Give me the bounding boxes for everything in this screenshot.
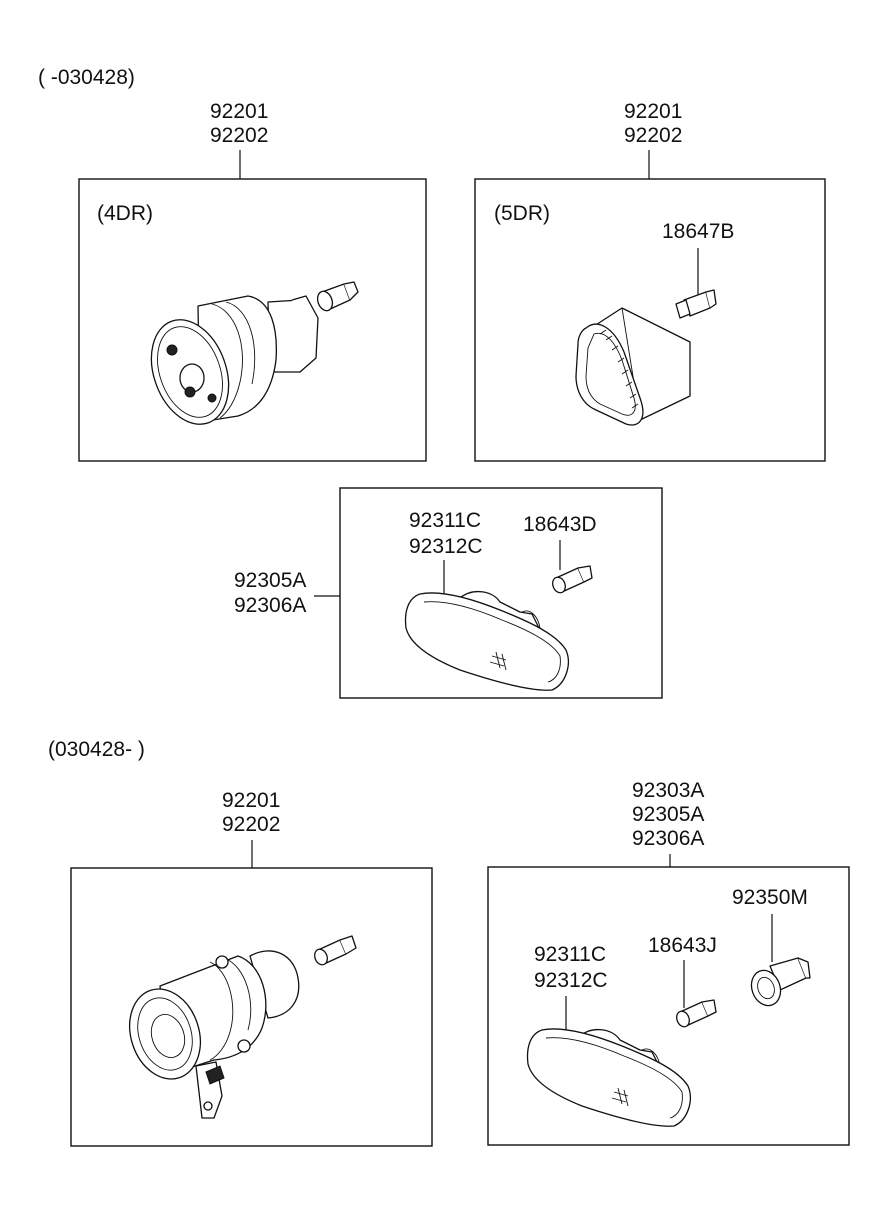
part-number-92202-a[interactable]: 92202 <box>210 124 268 147</box>
box-side-repeater-late <box>487 866 850 1146</box>
part-number-92312c-b[interactable]: 92312C <box>534 969 608 992</box>
bulb-socket-icon <box>675 289 717 319</box>
part-number-92305a-a[interactable]: 92305A <box>234 569 306 592</box>
section-early-label: ( -030428) <box>38 66 135 89</box>
part-number-18647b[interactable]: 18647B <box>662 220 734 243</box>
box-4dr-label: (4DR) <box>97 202 153 225</box>
part-number-92311c-b[interactable]: 92311C <box>534 943 606 966</box>
section-late-label: (030428- ) <box>48 738 145 761</box>
group-side-repeater-late: 92303A 92305A 92306A 92350M 18643J 92311… <box>487 779 850 1146</box>
part-number-92201-c[interactable]: 92201 <box>222 789 280 812</box>
part-number-92202-b[interactable]: 92202 <box>624 124 682 147</box>
bulb-icon <box>316 281 359 312</box>
side-repeater-lamp-icon <box>526 1028 691 1127</box>
wedge-bulb-icon <box>552 565 593 594</box>
part-number-92202-c[interactable]: 92202 <box>222 813 280 836</box>
part-number-92306a-a[interactable]: 92306A <box>234 594 306 617</box>
side-repeater-lamp-icon <box>404 591 569 691</box>
box-projector <box>70 867 433 1147</box>
part-number-92201-b[interactable]: 92201 <box>624 100 682 123</box>
socket-icon <box>750 957 811 1007</box>
part-number-92311c-a[interactable]: 92311C <box>409 509 481 532</box>
box-5dr <box>474 178 826 462</box>
part-number-92350m[interactable]: 92350M <box>732 886 808 909</box>
box-4dr <box>78 178 427 462</box>
box-5dr-label: (5DR) <box>494 202 550 225</box>
group-4dr-fog-lamp: 92201 92202 (4DR) <box>78 100 427 462</box>
part-number-92201-a[interactable]: 92201 <box>210 100 268 123</box>
projector-fog-lamp-icon <box>129 950 300 1119</box>
group-5dr-fog-lamp: 92201 92202 (5DR) 18647B <box>474 100 826 462</box>
part-number-18643d[interactable]: 18643D <box>523 513 597 536</box>
box-side-repeater-early <box>339 487 663 699</box>
part-number-18643j[interactable]: 18643J <box>648 934 717 957</box>
group-side-repeater-early: 92311C 92312C 18643D 92305A 92306A <box>234 487 663 699</box>
part-number-92303a[interactable]: 92303A <box>632 779 704 802</box>
part-number-92312c-a[interactable]: 92312C <box>409 535 483 558</box>
group-projector-fog-lamp: 92201 92202 <box>70 789 433 1147</box>
bulb-icon <box>314 935 357 966</box>
fog-lamp-4dr-icon <box>150 295 319 425</box>
fog-lamp-5dr-icon <box>575 307 691 426</box>
wedge-bulb-icon <box>676 999 717 1028</box>
part-number-92305a-b[interactable]: 92305A <box>632 803 704 826</box>
part-number-92306a-b[interactable]: 92306A <box>632 827 704 850</box>
